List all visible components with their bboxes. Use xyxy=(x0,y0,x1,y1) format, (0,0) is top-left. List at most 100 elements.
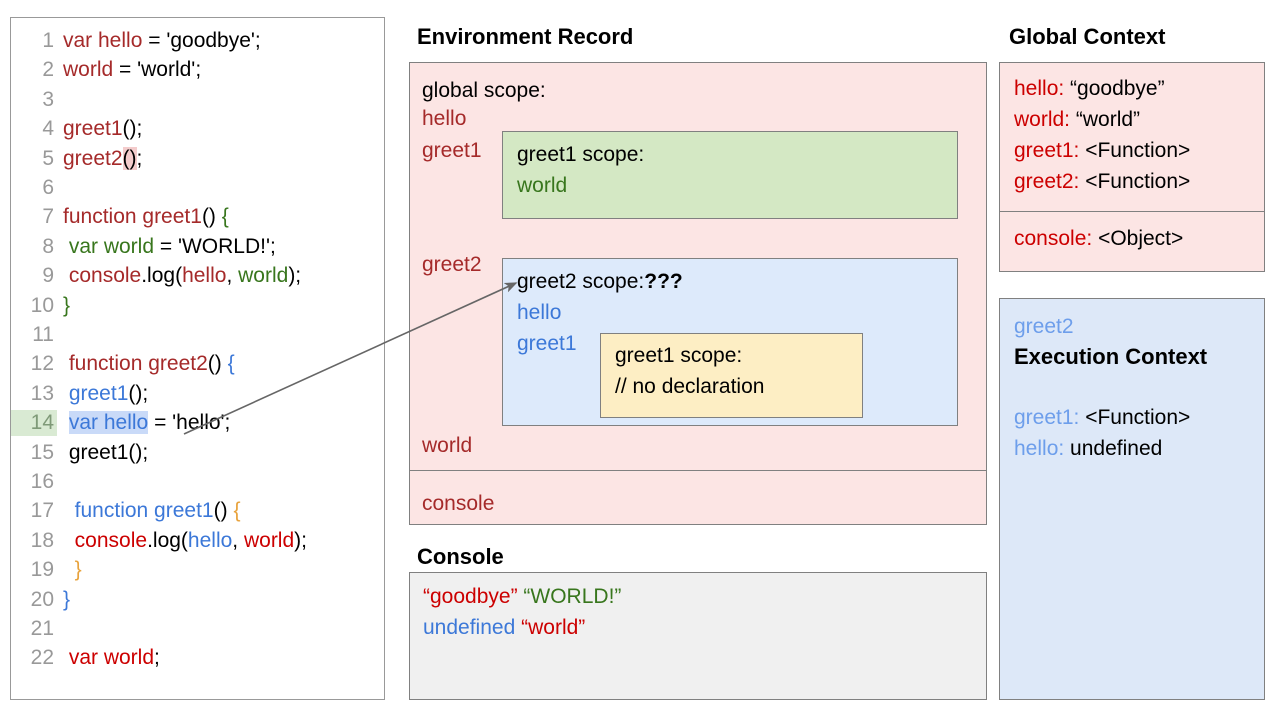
console-output-box[interactable]: “goodbye” “WORLD!” undefined “world” xyxy=(409,572,987,700)
global-context-entry: greet2: <Function> xyxy=(1014,170,1190,194)
code-text: var world; xyxy=(63,643,160,672)
code-line[interactable]: 12 function greet2() { xyxy=(11,349,384,378)
code-token: ; xyxy=(154,646,160,670)
code-token: greet2 xyxy=(63,146,123,170)
code-line[interactable]: 3 xyxy=(11,85,384,114)
code-token: () xyxy=(201,205,222,229)
code-token: , xyxy=(226,264,239,288)
code-line[interactable]: 8 var world = 'WORLD!'; xyxy=(11,232,384,261)
line-number: 12 xyxy=(30,352,54,376)
code-token: world xyxy=(243,528,295,552)
code-token: = 'hello'; xyxy=(148,411,231,435)
global-context-entry: console: <Object> xyxy=(1014,227,1183,251)
code-token: world xyxy=(238,264,289,288)
code-line[interactable]: 16 xyxy=(11,467,384,496)
code-text: function greet2() { xyxy=(63,349,235,378)
execution-context-entry: greet1: <Function> xyxy=(1014,406,1190,430)
code-line[interactable]: 20} xyxy=(11,585,384,614)
code-text: greet1(); xyxy=(63,114,142,143)
code-line[interactable]: 11 xyxy=(11,320,384,349)
global-context-title: Global Context xyxy=(1009,24,1166,49)
code-token: { xyxy=(227,352,235,376)
global-context-entry: world: “world” xyxy=(1014,108,1140,132)
line-number: 6 xyxy=(42,176,54,199)
code-line[interactable]: 15 greet1(); xyxy=(11,438,384,467)
line-number: 7 xyxy=(42,205,54,229)
global-context-entry: greet1: <Function> xyxy=(1014,139,1190,163)
code-token: hello xyxy=(182,264,227,288)
line-number: 5 xyxy=(42,146,54,170)
console-token: “world” xyxy=(521,616,586,639)
global-context-entry: hello: “goodbye” xyxy=(1014,77,1165,101)
code-token: = xyxy=(142,29,167,52)
line-number: 18 xyxy=(30,528,54,552)
greet1-inner-scope-title: greet1 scope: xyxy=(615,344,743,367)
greet2-scope-title-row: greet2 scope:??? xyxy=(517,270,683,294)
code-token: = 'world'; xyxy=(113,58,202,82)
code-text: greet1(); xyxy=(63,438,148,467)
code-token: function greet1 xyxy=(63,499,214,523)
code-token: } xyxy=(63,293,71,317)
global-context-divider xyxy=(999,211,1265,212)
code-token: var hello xyxy=(63,29,143,52)
global-context-box: hello: “goodbye” world: “world” greet1: <F… xyxy=(999,62,1265,272)
code-line[interactable]: 10} xyxy=(11,291,384,320)
code-text: console.log(hello, world); xyxy=(63,261,301,290)
binding-world: world xyxy=(422,434,473,457)
code-line[interactable]: 22 var world; xyxy=(11,643,384,672)
code-line[interactable]: 14 var hello = 'hello'; xyxy=(11,408,384,437)
console-token: “WORLD!” xyxy=(523,585,622,608)
code-line[interactable]: 6 xyxy=(11,173,384,202)
code-line[interactable]: 7 function greet1() { xyxy=(11,202,384,231)
line-number: 15 xyxy=(30,440,54,464)
code-text: greet1(); xyxy=(63,379,148,408)
console-token: “goodbye” xyxy=(423,585,518,608)
code-text: var hello = 'hello'; xyxy=(63,408,230,437)
code-token: var world xyxy=(63,234,155,258)
entry-key: world: xyxy=(1014,108,1076,131)
code-token: () xyxy=(207,352,228,376)
console-row: undefined “world” xyxy=(423,616,585,640)
code-line[interactable]: 18 console.log(hello, world); xyxy=(11,526,384,555)
code-token: 'goodbye'; xyxy=(166,29,261,52)
entry-value: <Object> xyxy=(1098,227,1184,250)
binding-greet1: greet1 xyxy=(422,139,482,162)
execution-context-entry: hello: undefined xyxy=(1014,437,1162,461)
code-line[interactable]: 9 console.log(hello, world); xyxy=(11,261,384,290)
code-line[interactable]: 17 function greet1() { xyxy=(11,496,384,525)
code-token: { xyxy=(233,499,241,523)
code-token: function greet1 xyxy=(63,205,202,229)
code-line[interactable]: 21 xyxy=(11,614,384,643)
line-number: 8 xyxy=(42,234,54,258)
line-number: 16 xyxy=(30,470,54,493)
code-text: function greet1() { xyxy=(63,496,241,525)
code-token: , xyxy=(232,528,244,552)
code-text: var hello = 'goodbye'; xyxy=(63,26,261,55)
line-number: 13 xyxy=(30,381,54,405)
greet1-scope-binding-world: world xyxy=(517,174,568,197)
entry-value: “goodbye” xyxy=(1070,77,1165,100)
greet2-scope-binding-greet1: greet1 xyxy=(517,332,577,355)
entry-value: <Function> xyxy=(1085,406,1191,429)
code-token: greet1 xyxy=(63,117,123,141)
code-line[interactable]: 13 greet1(); xyxy=(11,379,384,408)
line-number: 21 xyxy=(30,617,54,640)
code-line[interactable]: 19 } xyxy=(11,555,384,584)
line-number: 22 xyxy=(30,646,54,670)
line-number: 2 xyxy=(42,58,54,82)
code-token: function greet2 xyxy=(63,352,208,376)
code-text: } xyxy=(63,585,70,614)
line-number: 17 xyxy=(30,499,54,523)
code-token: greet1(); xyxy=(63,440,149,464)
code-token: console xyxy=(63,528,148,552)
execution-context-name: greet2 xyxy=(1014,315,1074,338)
code-token: { xyxy=(221,205,229,229)
console-token: undefined xyxy=(423,616,516,639)
code-token: ; xyxy=(136,146,143,170)
